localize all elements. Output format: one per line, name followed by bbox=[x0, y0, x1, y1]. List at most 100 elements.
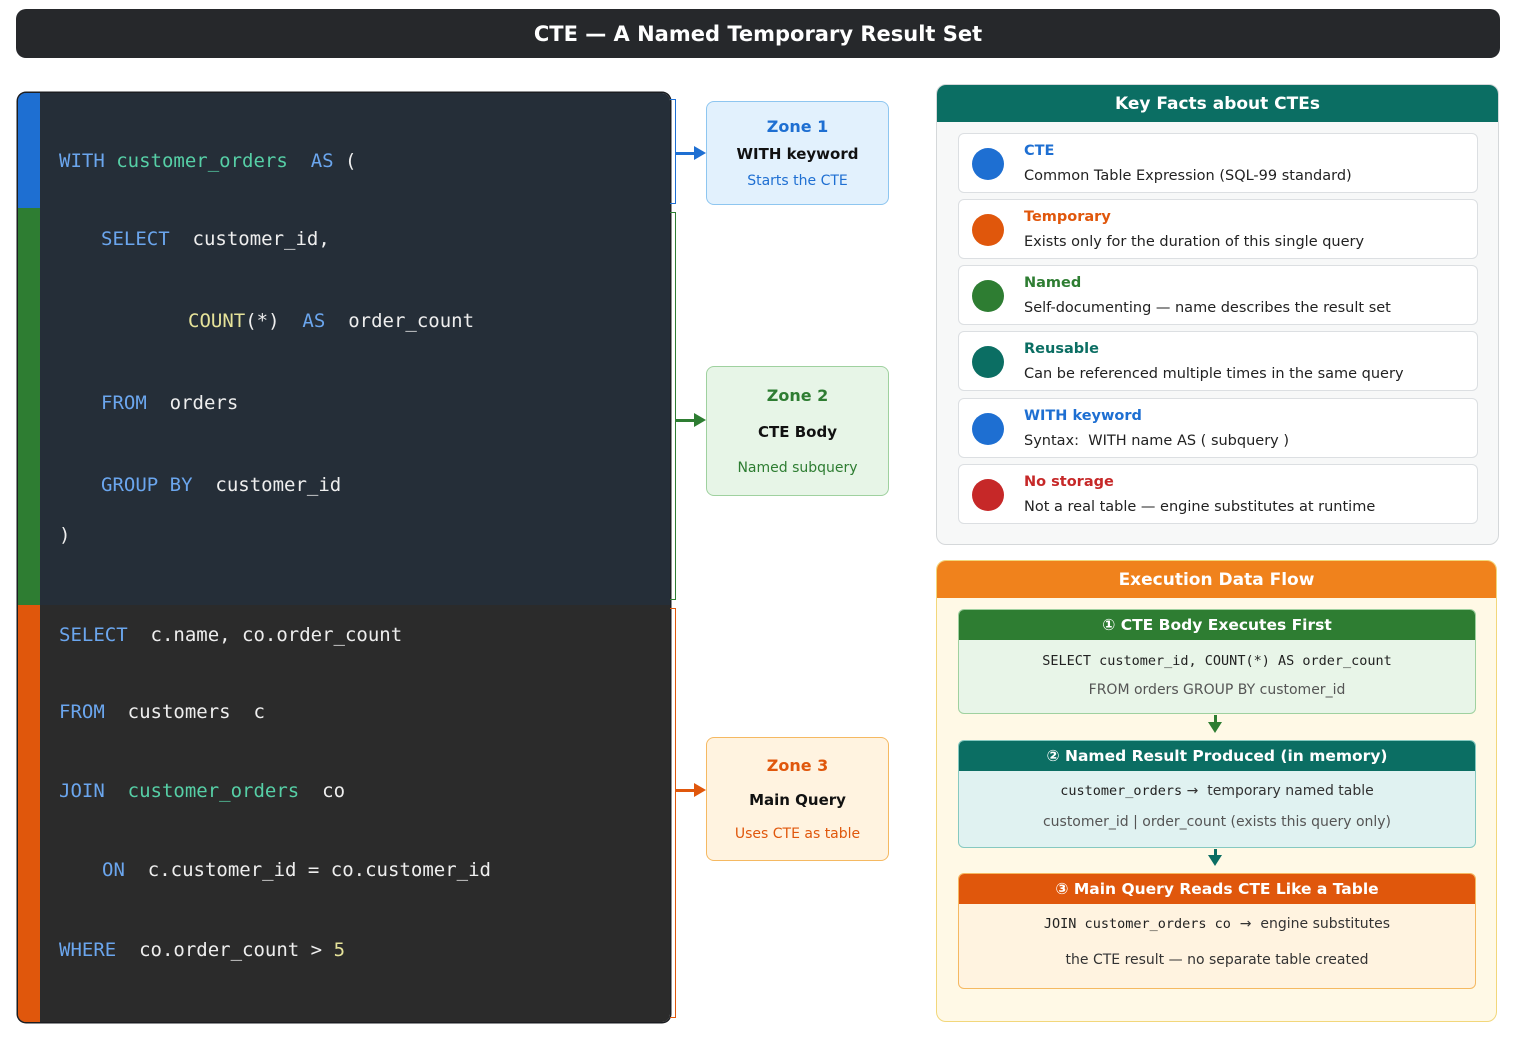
zone-3-bracket bbox=[670, 608, 676, 1018]
keyword-from: FROM bbox=[59, 701, 105, 723]
zone-2-card: Zone 2 CTE Body Named subquery bbox=[706, 366, 889, 496]
code-line-main-join: JOIN customer_orders co bbox=[59, 780, 345, 802]
code-line-close-paren: ) bbox=[59, 524, 70, 546]
code-text: (*) bbox=[245, 310, 280, 332]
zone-2-bracket bbox=[670, 212, 676, 600]
close-paren: ) bbox=[59, 524, 71, 546]
fact-item-named: Named Self-documenting — name describes … bbox=[958, 265, 1478, 325]
step-title: ② Named Result Produced (in memory) bbox=[959, 741, 1475, 771]
fact-label: Reusable bbox=[1024, 341, 1099, 357]
function-count: COUNT bbox=[188, 310, 246, 332]
zone-description: Starts the CTE bbox=[747, 173, 848, 190]
step-title: ③ Main Query Reads CTE Like a Table bbox=[959, 874, 1475, 904]
fact-dot-icon bbox=[972, 346, 1004, 378]
zone-title: Zone 1 bbox=[766, 116, 829, 136]
zone-subtitle: WITH keyword bbox=[736, 145, 859, 164]
keyword-join: JOIN bbox=[59, 780, 105, 802]
fact-dot-icon bbox=[972, 148, 1004, 180]
zone-3-card: Zone 3 Main Query Uses CTE as table bbox=[706, 737, 889, 861]
code-text: c.name, co.order_count bbox=[150, 624, 403, 646]
code-section-body: SELECT customer_id, COUNT(*) AS order_co… bbox=[18, 208, 670, 605]
zone-1-arrow bbox=[676, 146, 706, 160]
code-line-group-by: GROUP BY customer_id bbox=[101, 474, 341, 496]
zone-subtitle: CTE Body bbox=[758, 423, 837, 442]
fact-item-reusable: Reusable Can be referenced multiple time… bbox=[958, 331, 1478, 391]
zone-description: Named subquery bbox=[737, 459, 858, 476]
zone-subtitle: Main Query bbox=[749, 791, 846, 810]
code-panel: WITH customer_orders AS ( SELECT custome… bbox=[18, 93, 670, 1022]
code-text: order_count bbox=[348, 310, 475, 332]
code-text: co bbox=[322, 780, 346, 802]
code-line-select: SELECT customer_id, bbox=[101, 228, 330, 250]
step-text: → temporary named table bbox=[1182, 783, 1374, 799]
zone-title: Zone 3 bbox=[766, 756, 829, 776]
cte-name: customer_orders bbox=[116, 150, 288, 172]
key-facts-title: Key Facts about CTEs bbox=[937, 85, 1498, 122]
zone-3-stripe bbox=[18, 605, 40, 1022]
fact-description: Not a real table — engine substitutes at… bbox=[1024, 499, 1376, 515]
step-text-line: FROM orders GROUP BY customer_id bbox=[1088, 682, 1346, 698]
zone-2-arrow bbox=[676, 413, 706, 427]
open-paren: ( bbox=[345, 150, 357, 172]
step-code: customer_orders bbox=[1060, 783, 1183, 799]
execution-flow-title: Execution Data Flow bbox=[937, 561, 1496, 598]
zone-1-card: Zone 1 WITH keyword Starts the CTE bbox=[706, 101, 889, 205]
keyword-where: WHERE bbox=[59, 939, 117, 961]
zone-1-bracket bbox=[670, 99, 676, 204]
flow-step-1: ① CTE Body Executes First SELECT custome… bbox=[958, 609, 1476, 714]
keyword-on: ON bbox=[102, 859, 125, 881]
step-code: JOIN customer_orders co bbox=[1043, 916, 1231, 932]
fact-label: Named bbox=[1024, 275, 1082, 291]
zone-2-stripe bbox=[18, 208, 40, 605]
code-section-with: WITH customer_orders AS ( bbox=[18, 93, 670, 208]
code-line-with: WITH customer_orders AS ( bbox=[59, 150, 357, 172]
step-code-line: SELECT customer_id, COUNT(*) AS order_co… bbox=[1042, 653, 1392, 669]
fact-description: Exists only for the duration of this sin… bbox=[1024, 234, 1365, 250]
zone-3-arrow bbox=[676, 783, 706, 797]
fact-description: Can be referenced multiple times in the … bbox=[1024, 366, 1404, 382]
fact-description: Syntax: WITH name AS ( subquery ) bbox=[1024, 433, 1290, 449]
fact-item-temporary: Temporary Exists only for the duration o… bbox=[958, 199, 1478, 259]
flow-step-2: ② Named Result Produced (in memory) cust… bbox=[958, 740, 1476, 848]
key-facts-panel: Key Facts about CTEs CTE Common Table Ex… bbox=[936, 84, 1499, 545]
fact-dot-icon bbox=[972, 413, 1004, 445]
step-text-line: customer_id | order_count (exists this q… bbox=[1042, 814, 1392, 830]
code-line-main-select: SELECT c.name, co.order_count bbox=[59, 624, 402, 646]
fact-item-cte: CTE Common Table Expression (SQL-99 stan… bbox=[958, 133, 1478, 193]
zone-description: Uses CTE as table bbox=[734, 825, 861, 842]
fact-dot-icon bbox=[972, 280, 1004, 312]
fact-description: Common Table Expression (SQL-99 standard… bbox=[1024, 168, 1352, 184]
cte-name-ref: customer_orders bbox=[127, 780, 300, 802]
code-text: co.order_count > bbox=[139, 939, 334, 961]
fact-description: Self-documenting — name describes the re… bbox=[1024, 300, 1391, 316]
code-text: c.customer_id = co.customer_id bbox=[147, 859, 491, 881]
zone-title: Zone 2 bbox=[766, 386, 829, 406]
code-text: orders bbox=[169, 392, 239, 414]
code-line-count: COUNT(*) AS order_count bbox=[188, 310, 474, 332]
step-line: JOIN customer_orders co → engine substit… bbox=[959, 916, 1475, 932]
keyword-from: FROM bbox=[101, 392, 147, 414]
flow-arrow-down-icon bbox=[1208, 715, 1222, 733]
zone-1-stripe bbox=[18, 93, 40, 208]
keyword-group-by: GROUP BY bbox=[101, 474, 193, 496]
flow-arrow-down-icon bbox=[1208, 849, 1222, 866]
code-line-main-on: ON c.customer_id = co.customer_id bbox=[102, 859, 491, 881]
code-section-main: SELECT c.name, co.order_count FROM custo… bbox=[18, 605, 670, 1022]
fact-item-with-keyword: WITH keyword Syntax: WITH name AS ( subq… bbox=[958, 398, 1478, 458]
page-title: CTE — A Named Temporary Result Set bbox=[16, 9, 1500, 58]
step-text: → engine substitutes bbox=[1230, 916, 1391, 932]
code-text: customer_id, bbox=[192, 228, 330, 250]
keyword-as: AS bbox=[310, 150, 334, 172]
fact-label: No storage bbox=[1024, 474, 1114, 490]
fact-label: CTE bbox=[1024, 143, 1055, 159]
keyword-select: SELECT bbox=[101, 228, 170, 250]
fact-item-no-storage: No storage Not a real table — engine sub… bbox=[958, 464, 1478, 524]
step-title: ① CTE Body Executes First bbox=[959, 610, 1475, 640]
fact-label: WITH keyword bbox=[1024, 408, 1142, 424]
keyword-with: WITH bbox=[59, 150, 105, 172]
step-text-line: the CTE result — no separate table creat… bbox=[1065, 952, 1369, 968]
code-text: customer_id bbox=[215, 474, 342, 496]
fact-label: Temporary bbox=[1024, 209, 1111, 225]
execution-flow-panel: Execution Data Flow ① CTE Body Executes … bbox=[936, 560, 1497, 1022]
fact-dot-icon bbox=[972, 479, 1004, 511]
